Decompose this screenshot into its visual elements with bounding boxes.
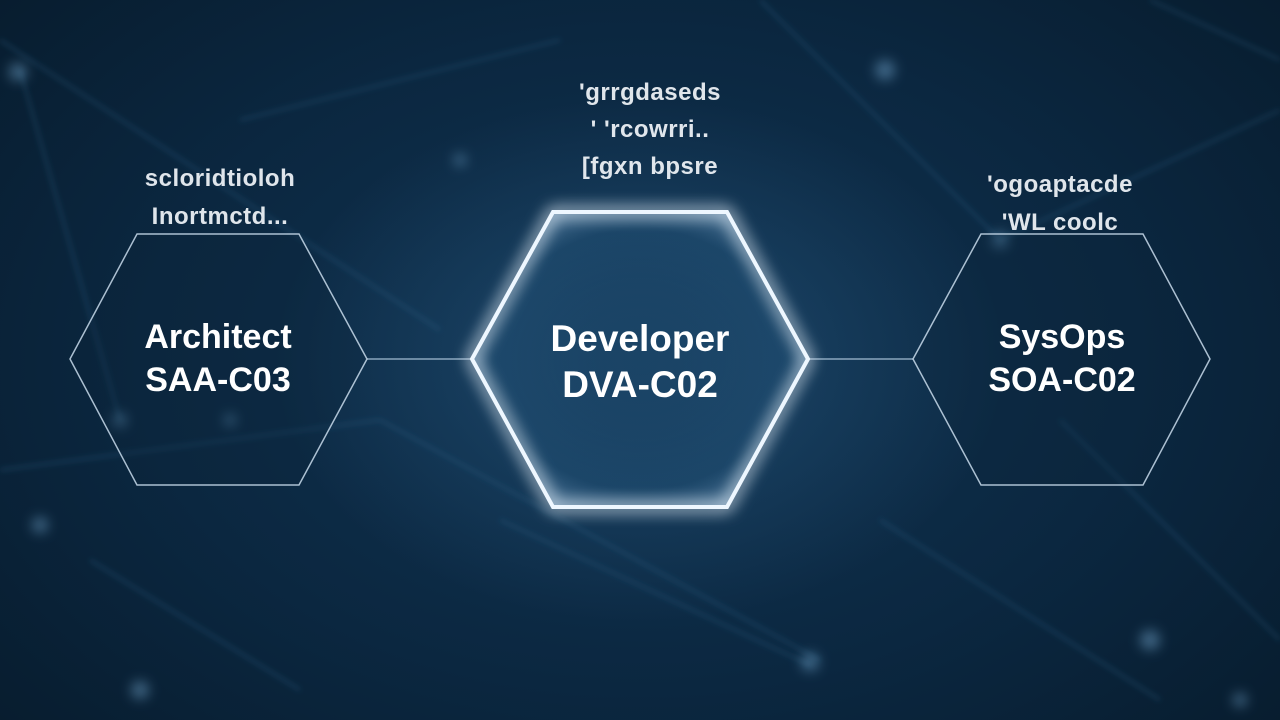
developer-exam-code: DVA-C02: [562, 364, 718, 406]
developer-title: Developer: [550, 318, 730, 359]
sysops-hexagon: [912, 233, 1211, 486]
developer-caption-line-1: 'grrgdaseds: [579, 79, 721, 106]
sysops-exam-code: SOA-C02: [988, 360, 1136, 399]
developer-caption: 'grrgdaseds ' 'rcowrri.. [fgxn bpsre: [520, 74, 780, 186]
architect-caption: scloridtioloh Inortmctd...: [100, 160, 340, 237]
sysops-node-label: SysOps SOA-C02: [912, 316, 1212, 401]
background-dots: [9, 60, 1247, 707]
developer-node-label: Developer DVA-C02: [470, 316, 810, 409]
architect-caption-line-1: scloridtioloh: [144, 165, 296, 192]
architect-title: Architect: [144, 318, 292, 356]
developer-caption-line-2: ' 'rcowrri..: [590, 116, 710, 144]
architect-exam-code: SAA-C03: [145, 360, 291, 399]
background-lines: [0, 0, 1280, 701]
developer-caption-line-3: [fgxn bpsre: [581, 153, 719, 181]
developer-hexagon-fill: [472, 212, 808, 507]
architect-node-label: Architect SAA-C03: [68, 316, 368, 401]
sysops-caption-line-2: 'WL coolc: [1001, 209, 1119, 237]
developer-hexagon: [469, 210, 811, 509]
sysops-title: SysOps: [998, 318, 1126, 356]
architect-hexagon: [69, 233, 368, 486]
architect-caption-line-2: Inortmctd...: [151, 203, 289, 231]
sysops-caption-line-1: 'ogoaptacde: [987, 171, 1133, 198]
sysops-caption: 'ogoaptacde 'WL coolc: [940, 166, 1180, 243]
